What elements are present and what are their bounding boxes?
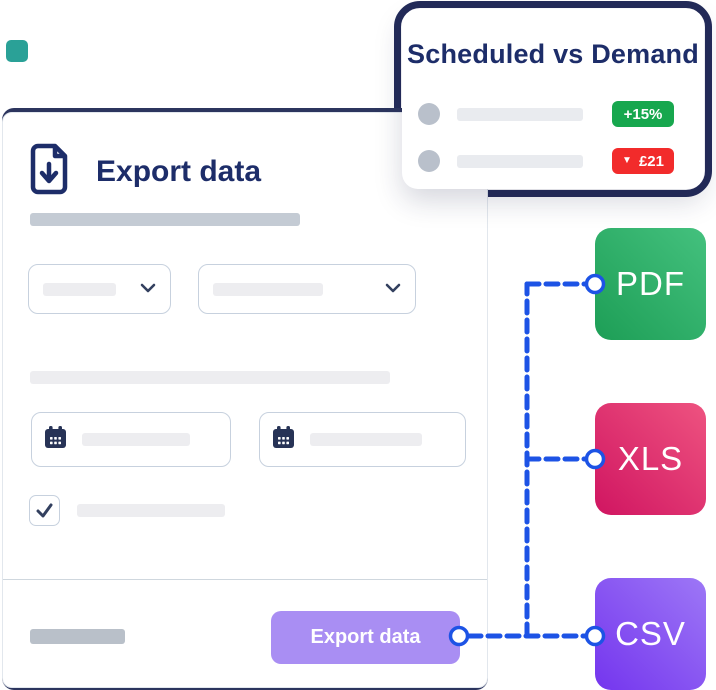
export-data-modal: Export data — [2, 112, 488, 688]
dropdown-value-placeholder — [43, 282, 116, 296]
calendar-icon — [272, 425, 295, 454]
badge-label: +15% — [623, 105, 663, 123]
placeholder-text-bar — [30, 213, 300, 226]
status-badge-up: +15% — [612, 101, 674, 127]
stat-row: +15% — [418, 101, 674, 127]
decor-teal-square — [6, 40, 28, 62]
format-tile-csv[interactable]: CSV — [595, 578, 706, 690]
checkbox-label-placeholder — [77, 504, 225, 517]
modal-header: Export data — [30, 143, 261, 200]
dropdown-value-placeholder — [213, 282, 323, 296]
modal-footer-divider — [3, 579, 487, 580]
date-input-start[interactable] — [31, 412, 231, 467]
row-placeholder-bar — [457, 107, 583, 121]
badge-label: £21 — [638, 152, 664, 170]
date-input-end[interactable] — [259, 412, 466, 467]
date-value-placeholder — [82, 433, 190, 446]
date-value-placeholder — [310, 433, 422, 446]
export-data-button[interactable]: Export data — [271, 611, 460, 664]
checkbox-row — [29, 495, 225, 526]
placeholder-label-bar — [30, 371, 390, 384]
chevron-down-icon — [140, 280, 156, 298]
avatar-dot — [418, 103, 440, 125]
row-placeholder-bar — [457, 154, 583, 168]
dropdown-select-1[interactable] — [28, 264, 171, 314]
demand-card-frame — [394, 1, 712, 197]
status-badge-down: ▼ £21 — [612, 148, 674, 174]
export-file-icon — [30, 143, 68, 200]
dropdown-select-2[interactable] — [198, 264, 416, 314]
avatar-dot — [418, 150, 440, 172]
modal-title: Export data — [96, 154, 262, 188]
format-tile-xls[interactable]: XLS — [595, 403, 706, 515]
footer-placeholder-bar — [30, 629, 125, 644]
calendar-icon — [44, 425, 67, 454]
card-title: Scheduled vs Demand — [407, 39, 699, 69]
format-tile-pdf[interactable]: PDF — [595, 228, 706, 340]
checkbox-checked[interactable] — [29, 495, 60, 526]
triangle-down-icon: ▼ — [622, 155, 632, 166]
scheduled-vs-demand-card: Scheduled vs Demand +15% ▼ £21 — [402, 9, 704, 189]
stat-row: ▼ £21 — [418, 148, 674, 174]
chevron-down-icon — [385, 280, 401, 298]
